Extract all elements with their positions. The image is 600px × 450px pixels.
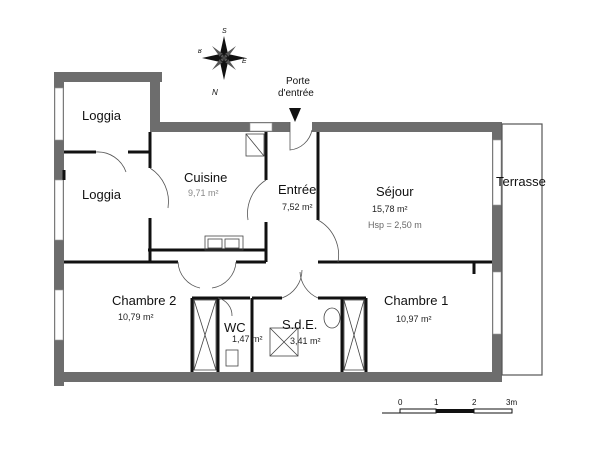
terrasse-outline: [501, 123, 543, 376]
room-chambre1-area: 10,97 m²: [396, 314, 432, 324]
compass-north-label: N: [212, 88, 218, 97]
room-loggia-bottom-name: Loggia: [82, 187, 122, 202]
room-wc-area: 1,47 m²: [232, 334, 263, 344]
compass-south-label: S: [222, 28, 227, 35]
room-loggia-top-name: Loggia: [82, 108, 122, 123]
entrance-arrow: [289, 108, 301, 122]
toilet: [225, 349, 239, 367]
interior-walls: [62, 132, 492, 372]
scale-tick-2: 2: [472, 398, 477, 407]
room-sejour-height: Hsp = 2,50 m: [368, 220, 422, 230]
room-cuisine-name: Cuisine: [184, 170, 228, 185]
room-cuisine-area: 9,71 m²: [188, 188, 219, 198]
room-entree-name: Entrée: [278, 182, 317, 197]
scale-tick-1: 1: [434, 398, 439, 407]
room-entree-area: 7,52 m²: [282, 202, 313, 212]
room-sde-area: 3,41 m²: [290, 336, 321, 346]
room-sejour-name: Séjour: [376, 184, 414, 199]
exterior-walls: [54, 72, 502, 386]
door-swings: [95, 122, 339, 317]
closet-ch2: [193, 299, 217, 371]
closet-ch1: [343, 299, 365, 371]
room-sejour-area: 15,78 m²: [372, 204, 408, 214]
room-chambre2-area: 10,79 m²: [118, 312, 154, 322]
scale-tick-3m: 3m: [506, 398, 518, 407]
scale-bar: [382, 408, 513, 414]
room-chambre2-name: Chambre 2: [112, 293, 177, 308]
compass-rose: [202, 36, 246, 80]
entrance-label-line2: d'entrée: [278, 88, 314, 99]
shower-tray: [269, 327, 299, 357]
room-sde-name: S.d.E.: [282, 317, 318, 332]
compass-east-label: E: [242, 58, 247, 65]
windows: [54, 87, 502, 341]
room-wc-name: WC: [224, 320, 246, 335]
kitchen-sink: [204, 235, 244, 251]
scale-tick-0: 0: [398, 398, 403, 407]
room-chambre1-name: Chambre 1: [384, 293, 449, 308]
fixtures: [193, 133, 365, 371]
bathroom-basin: [323, 307, 341, 329]
room-terrasse-name: Terrasse: [496, 174, 546, 189]
entry-closet: [245, 133, 265, 157]
entrance-label-line1: Porte: [286, 76, 310, 87]
compass-west-label: ʁ: [198, 48, 202, 55]
